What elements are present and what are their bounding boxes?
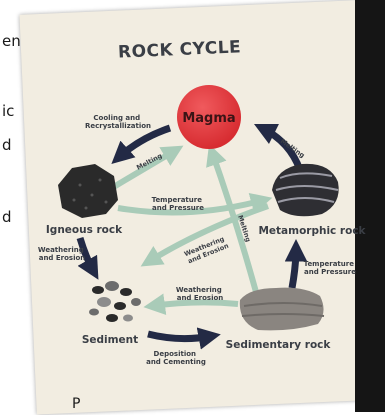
igneous-rock-label: Igneous rock bbox=[46, 224, 123, 236]
label-temp-pressure-top: Temperature and Pressure bbox=[152, 196, 205, 212]
label-temp-pressure-right: Temperature and Pressure bbox=[304, 260, 357, 276]
label-weathering-sedimentary: Weathering and Erosion bbox=[176, 286, 224, 302]
label-cooling-recrystallization: Cooling and Recrystallization bbox=[85, 114, 151, 130]
arrow-sedimentary-to-sediment bbox=[152, 302, 238, 306]
metamorphic-rock-label: Metamorphic rock bbox=[258, 225, 366, 237]
label-deposition-cementing: Deposition and Cementing bbox=[146, 350, 206, 366]
label-weathering-igneous: Weathering and Erosion bbox=[38, 246, 86, 262]
bottom-caption-fragment: P bbox=[72, 396, 80, 412]
sedimentary-rock-icon bbox=[240, 288, 324, 331]
sedimentary-rock-label: Sedimentary rock bbox=[226, 339, 332, 351]
arrow-sediment-to-sedimentary bbox=[148, 334, 212, 339]
sediment-icon bbox=[89, 281, 141, 322]
igneous-rock-icon bbox=[58, 164, 118, 218]
magma-label: Magma bbox=[182, 111, 235, 126]
arrow-sedimentary-to-metamorphic bbox=[292, 248, 296, 288]
arrow-magma-to-igneous bbox=[118, 128, 170, 158]
arrow-sedimentary-melting-to-magma bbox=[212, 152, 256, 292]
sediment-label: Sediment bbox=[82, 334, 138, 346]
metamorphic-rock-icon bbox=[272, 164, 339, 216]
